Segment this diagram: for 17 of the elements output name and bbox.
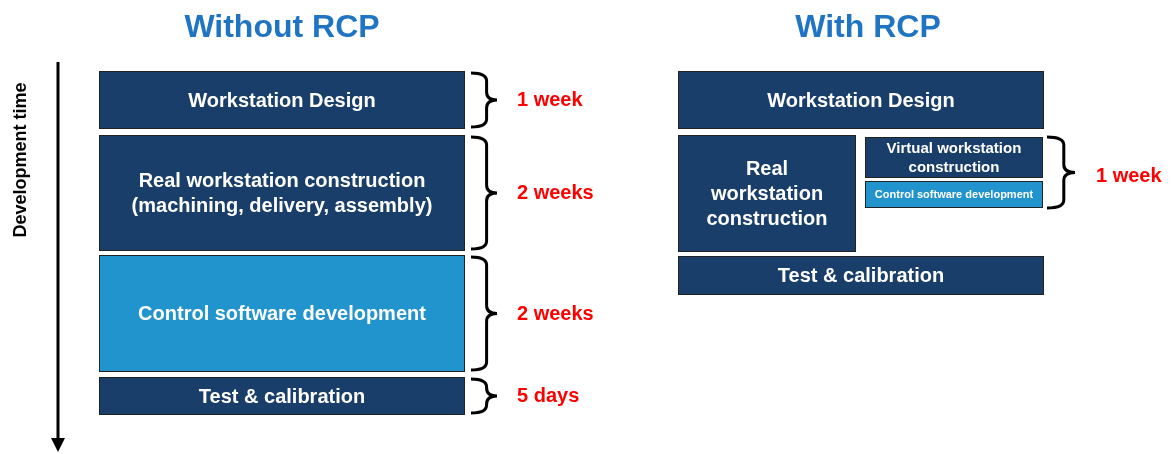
- software-block: Control software development: [865, 181, 1043, 208]
- duration-label: 2 weeks: [517, 181, 594, 204]
- phase-block: Real workstation construction: [678, 135, 856, 252]
- duration-label: 5 days: [517, 384, 580, 407]
- phase-block: Virtual workstation construction: [865, 137, 1043, 178]
- duration-label: 1 week: [1096, 164, 1162, 187]
- axis-label: Development time: [9, 82, 31, 238]
- phase-block: Test & calibration: [678, 256, 1044, 295]
- column-heading: Without RCP: [184, 8, 380, 45]
- duration-label: 2 weeks: [517, 301, 594, 325]
- phase-block: Test & calibration: [99, 377, 465, 415]
- phase-block: Workstation Design: [678, 71, 1044, 129]
- phase-block: Workstation Design: [99, 71, 465, 129]
- software-block: Control software development: [99, 255, 465, 372]
- column-heading: With RCP: [795, 8, 941, 45]
- phase-block: Real workstation construction (machining, delivery, assembly): [99, 135, 465, 251]
- duration-label: 1 week: [517, 88, 583, 111]
